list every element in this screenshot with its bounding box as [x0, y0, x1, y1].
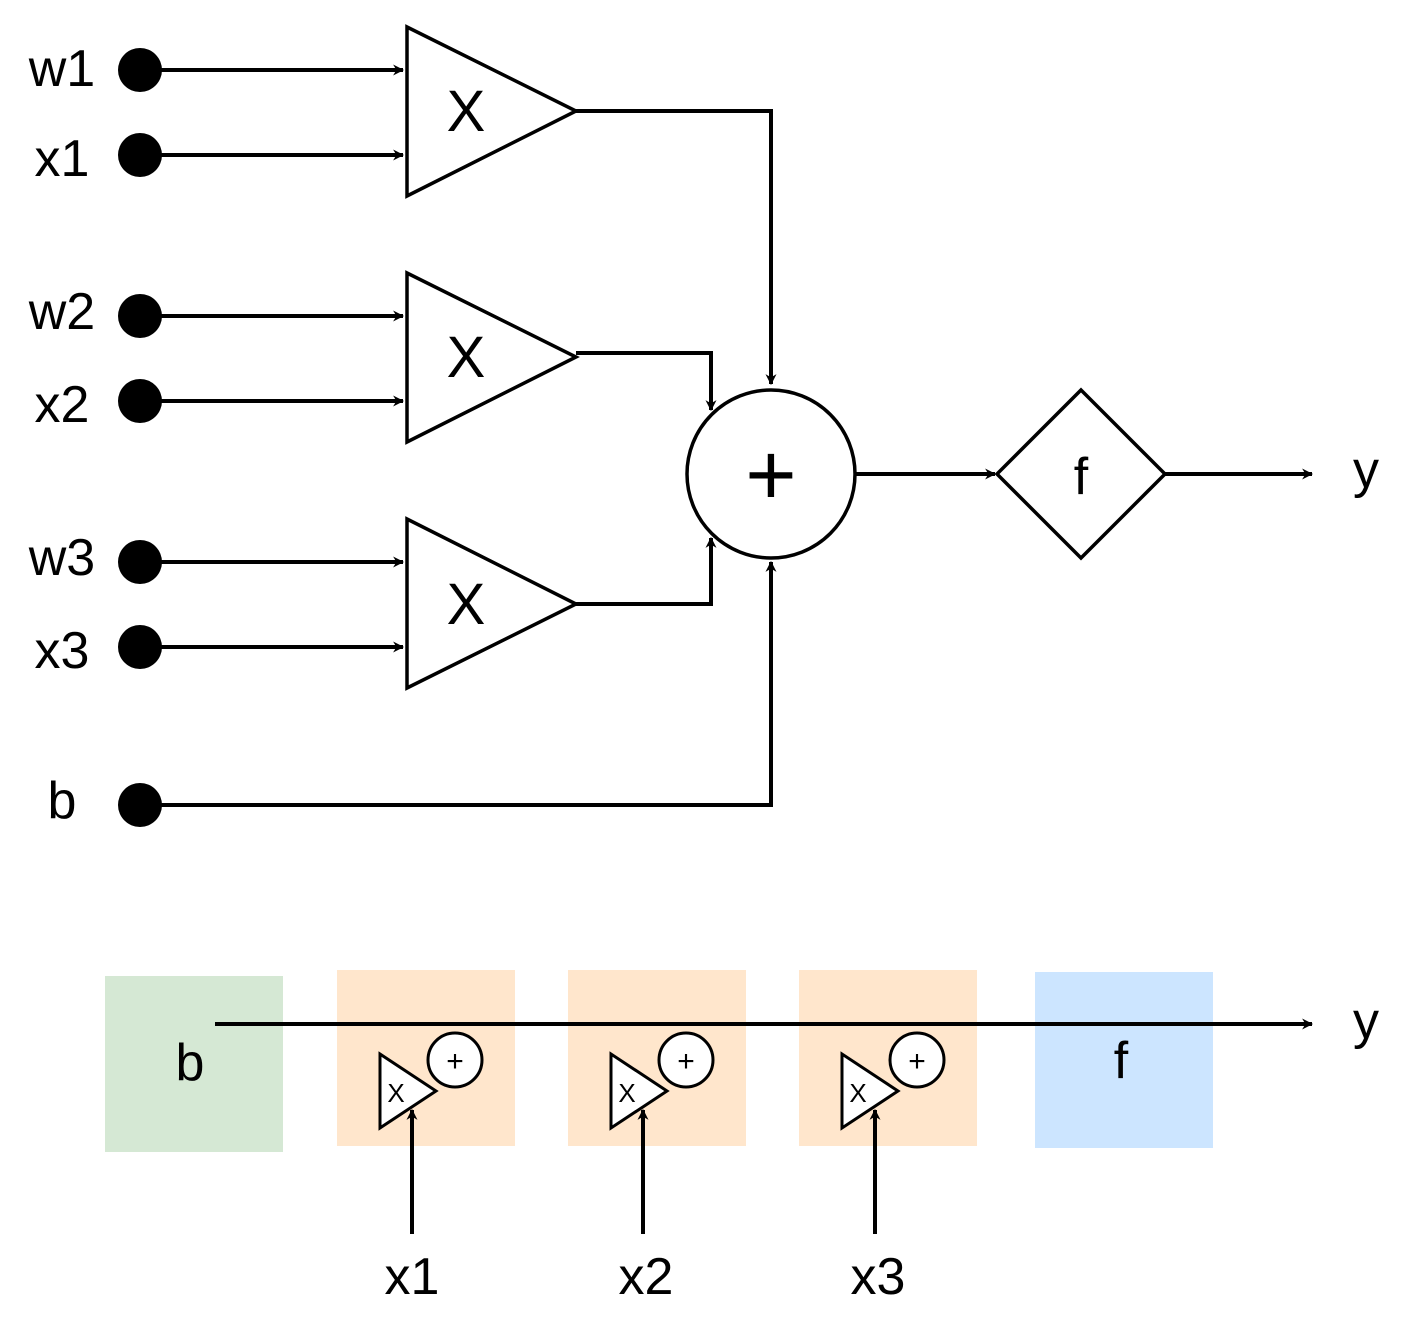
stage-input-label-3: x3: [851, 1248, 906, 1306]
stage-multiply-symbol-1: X: [387, 1078, 404, 1108]
multiply-symbol-3: X: [447, 572, 486, 637]
pipeline-bias-label: b: [176, 1034, 205, 1092]
activation-node: [994, 387, 1168, 561]
stage-input-label-1: x1: [385, 1248, 440, 1306]
stage-input-label-2: x2: [619, 1248, 674, 1306]
stage-multiply-symbol-3: X: [849, 1078, 866, 1108]
product-wire-3: [576, 536, 717, 606]
neuron-pipeline: b f y X + x1 X + x2 X + x3: [105, 970, 1379, 1306]
output-label: y: [1353, 441, 1379, 499]
activation-block: [1035, 972, 1213, 1148]
stage-sum-symbol-1: +: [446, 1045, 464, 1078]
stage-sum-node-2: [657, 1031, 715, 1089]
stage-block-3: [799, 970, 977, 1146]
bias-block: [105, 976, 283, 1152]
multiply-symbol-2: X: [447, 325, 486, 390]
multiplier-2: [405, 270, 580, 445]
stage-block-1: [337, 970, 515, 1146]
stage-sum-node-3: [888, 1031, 946, 1089]
input-label-x2: x2: [35, 376, 90, 434]
pipeline-activation-label: f: [1114, 1032, 1129, 1090]
input-label-x3: x3: [35, 622, 90, 680]
multiplier-3: [405, 516, 580, 691]
weight-label-w3: w3: [28, 529, 95, 587]
sum-symbol: +: [745, 425, 796, 524]
bias-label: b: [48, 772, 77, 830]
stage-block-2: [568, 970, 746, 1146]
stage-sum-symbol-3: +: [908, 1045, 926, 1078]
activation-label: f: [1074, 448, 1089, 506]
stage-sum-node-1: [426, 1031, 484, 1089]
input-label-x1: x1: [35, 130, 90, 188]
product-wire-1: [576, 109, 777, 386]
stage-multiply-symbol-2: X: [618, 1078, 635, 1108]
pipeline-output-label: y: [1353, 992, 1379, 1050]
multiplier-1: [405, 24, 580, 199]
stage-sum-symbol-2: +: [677, 1045, 695, 1078]
bias-wire: [140, 560, 777, 807]
weight-label-w1: w1: [28, 40, 95, 98]
neuron-schematic: w1 x1 w2 x2 w3 x3 b X X X: [28, 24, 1379, 830]
weight-label-w2: w2: [28, 283, 95, 341]
multiply-symbol-1: X: [447, 79, 486, 144]
product-wire-2: [576, 351, 717, 412]
